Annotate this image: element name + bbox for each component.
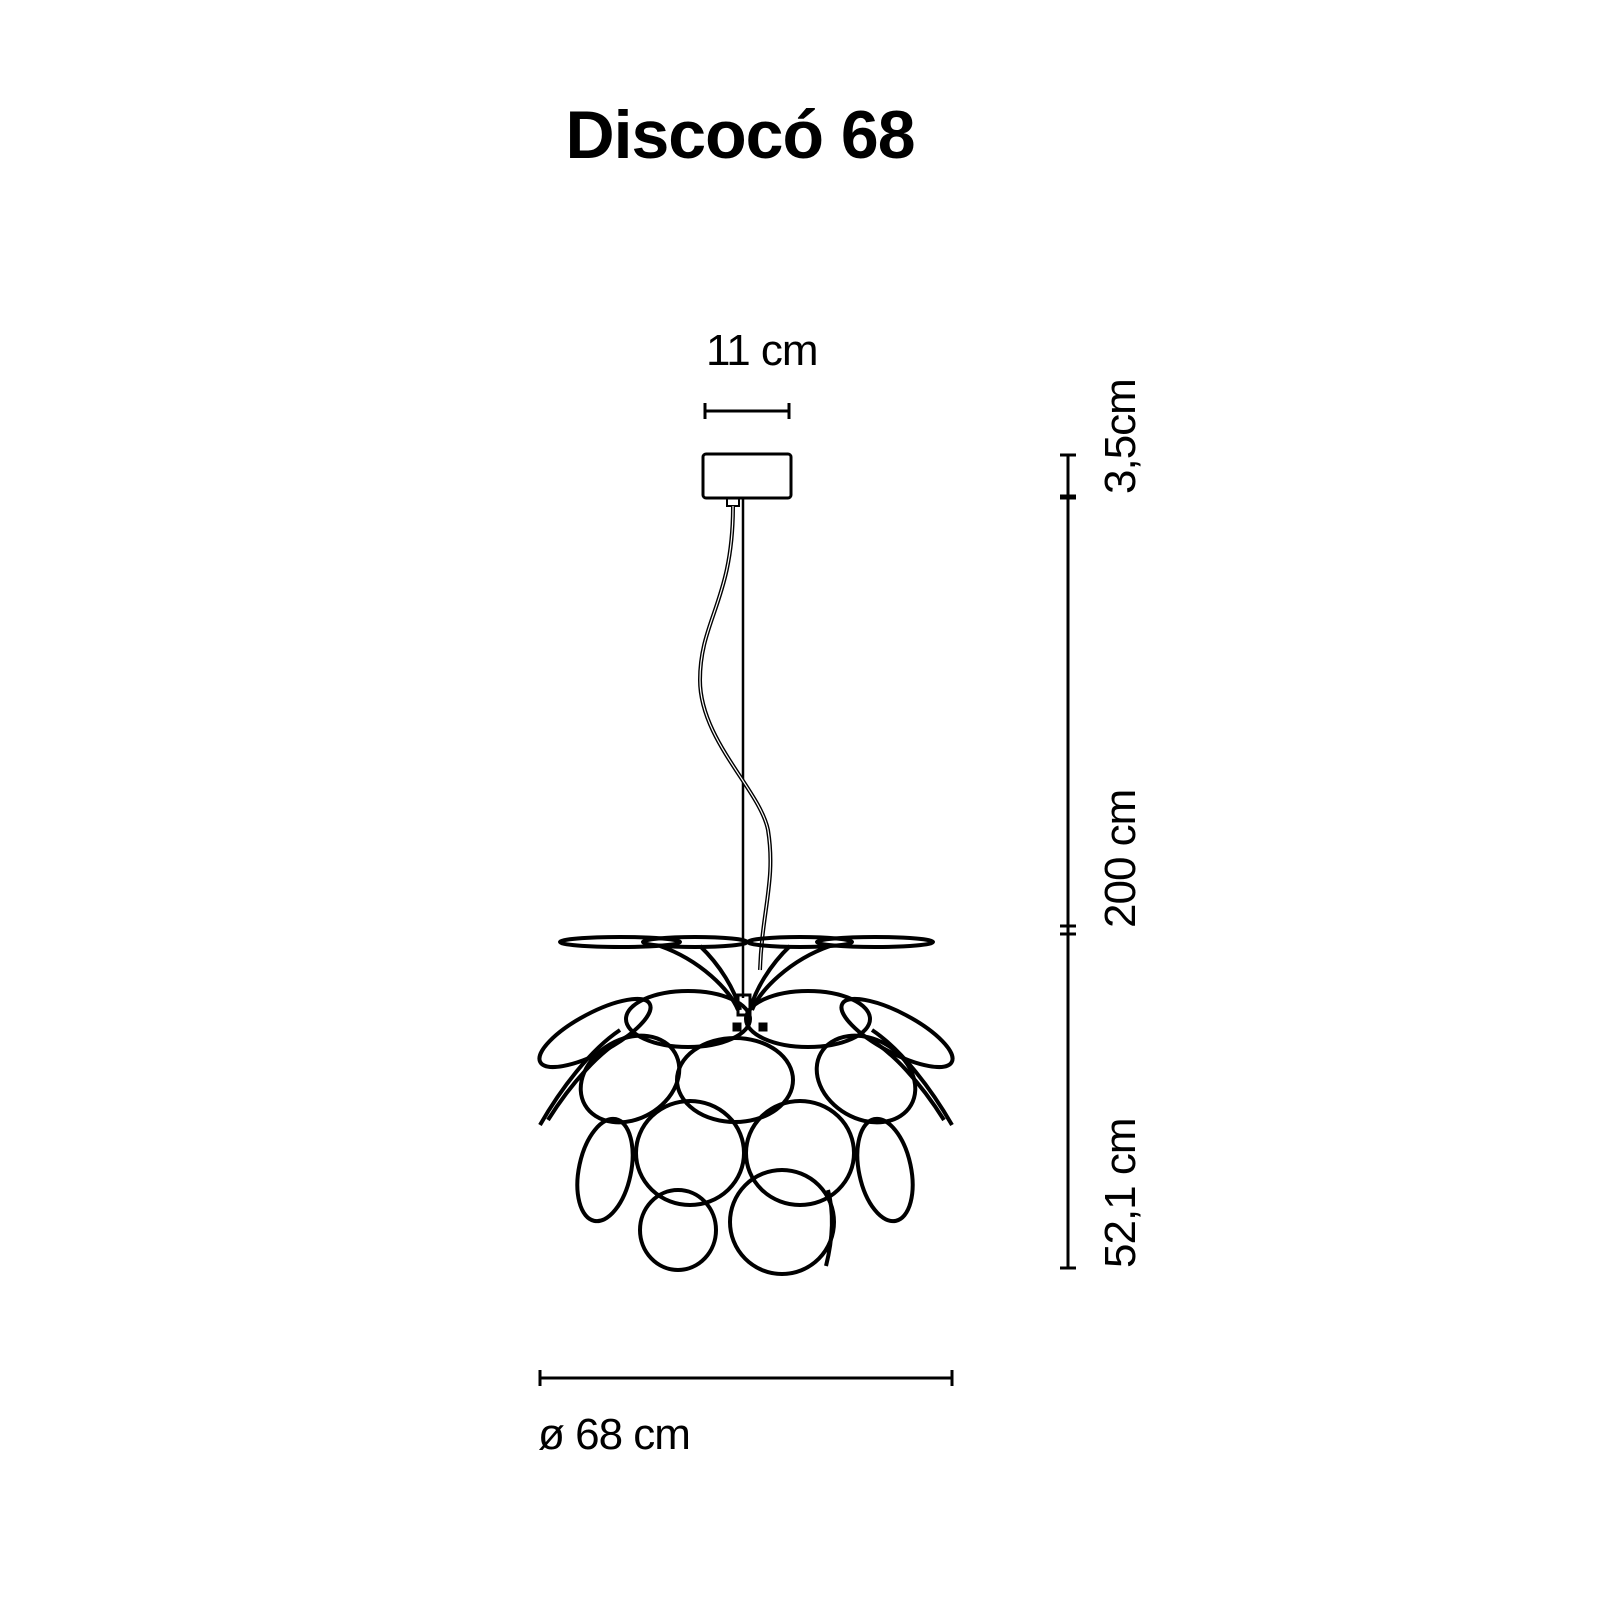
bolt	[732, 1022, 742, 1032]
canopy-width-dimension-line	[703, 403, 791, 419]
height-dimension-line	[1060, 453, 1076, 1270]
ceiling-canopy	[701, 452, 793, 500]
product-title: Discocó 68	[565, 97, 915, 173]
diameter-dimension-line	[538, 1370, 954, 1386]
power-cable	[697, 505, 773, 971]
lamp-shade	[537, 935, 955, 1276]
canopy-width-label: 11 cm	[706, 326, 819, 375]
shade-diameter-label: ø 68 cm	[538, 1410, 691, 1459]
bolt	[758, 1022, 768, 1032]
